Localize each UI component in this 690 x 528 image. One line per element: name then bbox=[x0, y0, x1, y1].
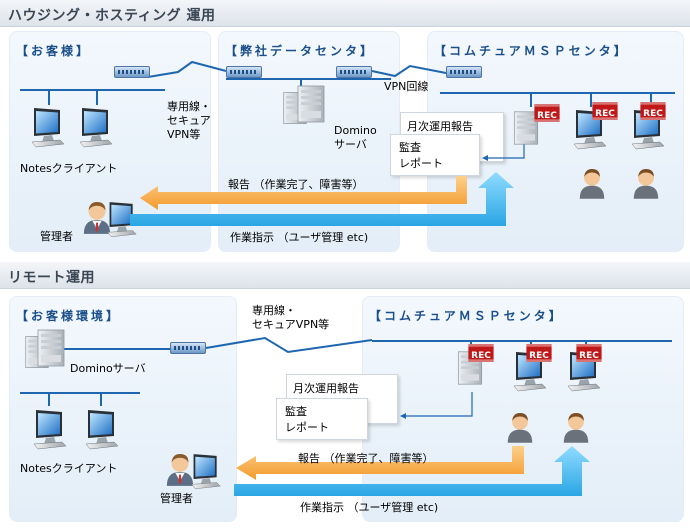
housing-wan-links bbox=[147, 60, 447, 78]
housing-flow-arrows bbox=[130, 172, 514, 226]
doc-arrow bbox=[482, 140, 525, 161]
housing-report-arrow-label: 報告 （作業完了、障害等） bbox=[228, 178, 364, 191]
remote-msp-lan-line bbox=[372, 340, 672, 342]
remote-line-label: 専用線・ セキュアVPN等 bbox=[252, 304, 330, 331]
remote-customer-router bbox=[170, 342, 206, 354]
remote-customer-title: 【お客様環境】 bbox=[16, 309, 122, 323]
vpn-label: VPN回線 bbox=[384, 80, 429, 93]
remote-instruction-arrow-label: 作業指示 （ユーザ管理 etc) bbox=[300, 501, 439, 514]
remote-section-title: リモート運用 bbox=[8, 270, 95, 286]
remote-domino-label: Dominoサーバ bbox=[70, 362, 146, 375]
customer-router bbox=[114, 66, 150, 78]
customer-drop-line bbox=[96, 89, 98, 105]
rec-icon: REC bbox=[592, 102, 618, 120]
customer-lan-line bbox=[20, 89, 165, 91]
remote-msp-title: 【コムチュアＭＳＰセンタ】 bbox=[369, 309, 564, 323]
rec-icon: REC bbox=[468, 344, 494, 362]
remote-monthly-report-label: 月次運用報告 bbox=[293, 382, 359, 395]
msp-drop-line bbox=[590, 92, 592, 107]
remote-drop-line bbox=[100, 392, 102, 406]
remote-audit-report-label: 監査 レポート bbox=[285, 405, 329, 434]
remote-lan-line bbox=[20, 392, 140, 394]
remote-drop-line bbox=[48, 392, 50, 406]
remote-section-header: リモート運用 bbox=[0, 262, 690, 289]
rec-icon: REC bbox=[640, 102, 666, 120]
svg-text:REC: REC bbox=[471, 351, 491, 361]
remote-server-line bbox=[40, 348, 170, 350]
company-lan-line bbox=[226, 78, 391, 80]
remote-doc-arrow bbox=[400, 392, 473, 419]
housing-admin-label: 管理者 bbox=[40, 230, 73, 243]
remote-notes-label: Notesクライアント bbox=[20, 462, 118, 475]
housing-company-title: 【弊社データセンタ】 bbox=[225, 44, 376, 58]
monthly-report-label: 月次運用報告 bbox=[407, 120, 473, 133]
msp-lan-line bbox=[440, 92, 675, 94]
remote-wan-link bbox=[205, 336, 373, 354]
housing-line-label: 専用線・ セキュア VPN等 bbox=[167, 100, 211, 141]
msp-drop-line bbox=[530, 92, 532, 107]
msp-drop-line bbox=[650, 92, 652, 107]
svg-text:REC: REC bbox=[529, 351, 549, 361]
housing-instruction-arrow-label: 作業指示 （ユーザ管理 etc) bbox=[230, 231, 369, 244]
audit-report-doc: 監査 レポート bbox=[390, 134, 480, 176]
remote-admin-label: 管理者 bbox=[160, 492, 193, 505]
remote-report-arrow-label: 報告 （作業完了、障害等） bbox=[298, 452, 434, 465]
housing-section-header: ハウジング・ホスティング 運用 bbox=[0, 0, 690, 27]
svg-text:REC: REC bbox=[579, 351, 599, 361]
svg-text:REC: REC bbox=[595, 109, 615, 119]
housing-section-title: ハウジング・ホスティング 運用 bbox=[8, 8, 216, 24]
audit-report-label: 監査 レポート bbox=[399, 141, 443, 170]
company-router bbox=[226, 66, 262, 78]
svg-text:REC: REC bbox=[643, 109, 663, 119]
housing-notes-label: Notesクライアント bbox=[20, 162, 118, 175]
svg-text:REC: REC bbox=[537, 111, 557, 121]
housing-customer-title: 【お客様】 bbox=[16, 44, 92, 58]
rec-icon: REC bbox=[576, 344, 602, 362]
customer-drop-line bbox=[48, 89, 50, 105]
remote-audit-report-doc: 監査 レポート bbox=[276, 398, 368, 440]
company-switch bbox=[336, 66, 372, 78]
rec-icon: REC bbox=[534, 104, 560, 122]
msp-router bbox=[446, 66, 482, 78]
housing-domino-label: Domino サーバ bbox=[334, 124, 377, 151]
rec-icon: REC bbox=[526, 344, 552, 362]
housing-msp-title: 【コムチュアＭＳＰセンタ】 bbox=[434, 44, 629, 58]
